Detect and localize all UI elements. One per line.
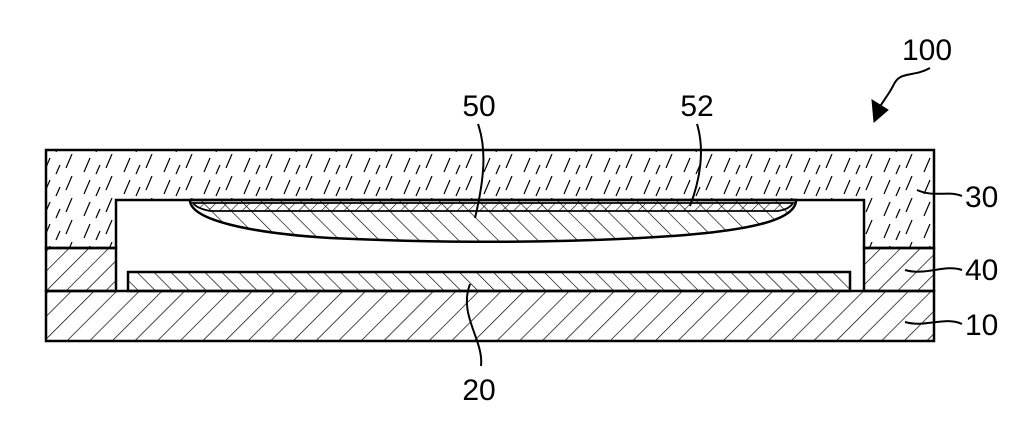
leader-arrowhead-100	[872, 100, 888, 122]
label-100: 100	[902, 34, 952, 67]
sealing-layer-left	[46, 248, 116, 291]
lens-surface-layer	[193, 203, 793, 211]
label-10: 10	[965, 309, 998, 342]
label-40: 40	[965, 254, 998, 287]
bottom-element	[128, 272, 850, 291]
substrate-layer	[46, 291, 934, 341]
label-52: 52	[680, 90, 713, 123]
label-30: 30	[965, 181, 998, 214]
label-20: 20	[462, 374, 495, 407]
sealing-layer-right	[864, 248, 934, 291]
label-50: 50	[462, 90, 495, 123]
